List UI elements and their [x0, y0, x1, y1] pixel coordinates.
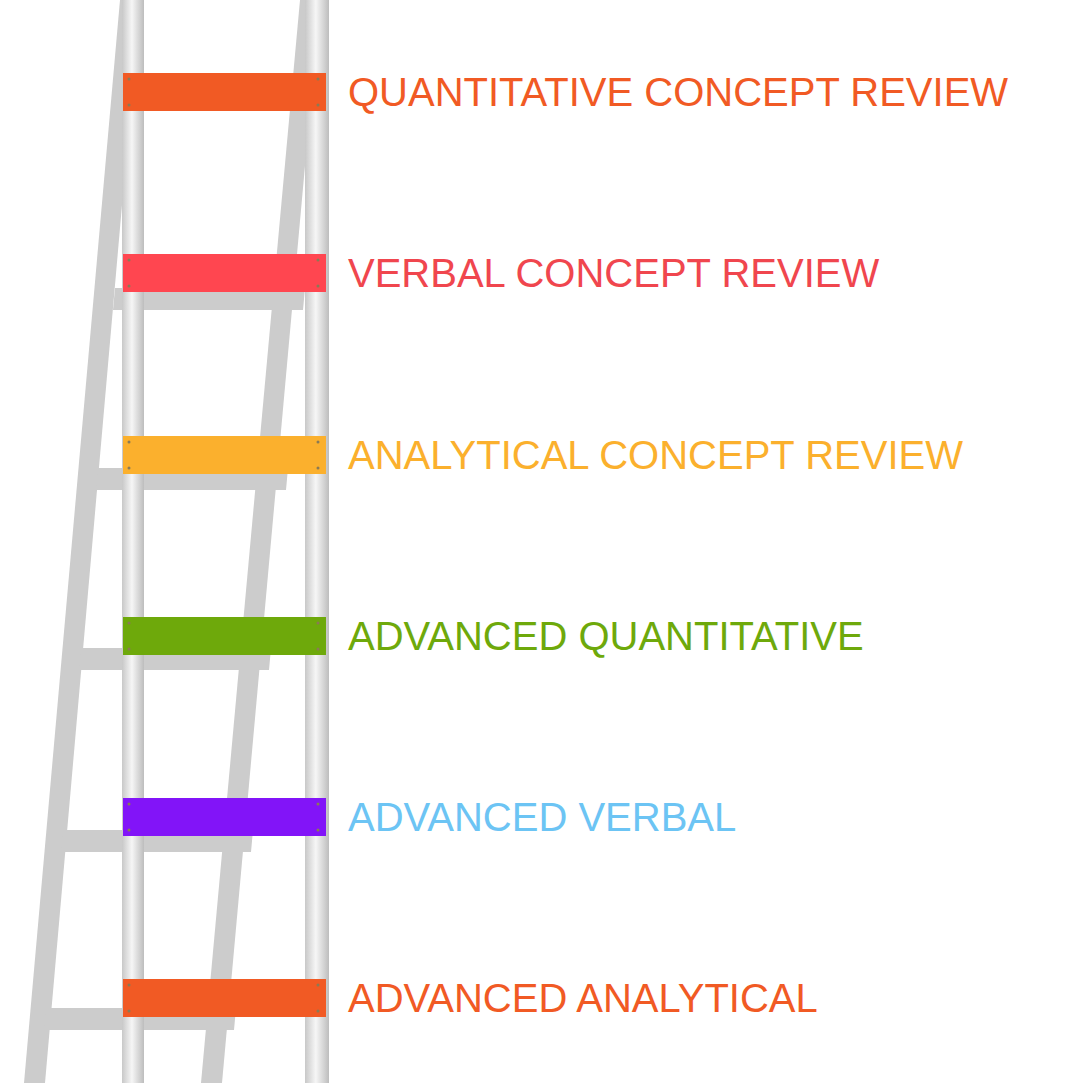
- ladder-shadow: [24, 0, 320, 1083]
- rung-label: ANALYTICAL CONCEPT REVIEW: [348, 433, 963, 477]
- rung-bolts: [128, 78, 320, 1013]
- rung-label: VERBAL CONCEPT REVIEW: [348, 251, 879, 295]
- rung-label: ADVANCED VERBAL: [348, 795, 736, 839]
- rung-label: QUANTITATIVE CONCEPT REVIEW: [348, 70, 1008, 114]
- rung-label: ADVANCED QUANTITATIVE: [348, 614, 864, 658]
- ladder-rungs: [123, 73, 326, 1017]
- ladder-rails: [122, 0, 329, 1083]
- rung-label: ADVANCED ANALYTICAL: [348, 976, 818, 1020]
